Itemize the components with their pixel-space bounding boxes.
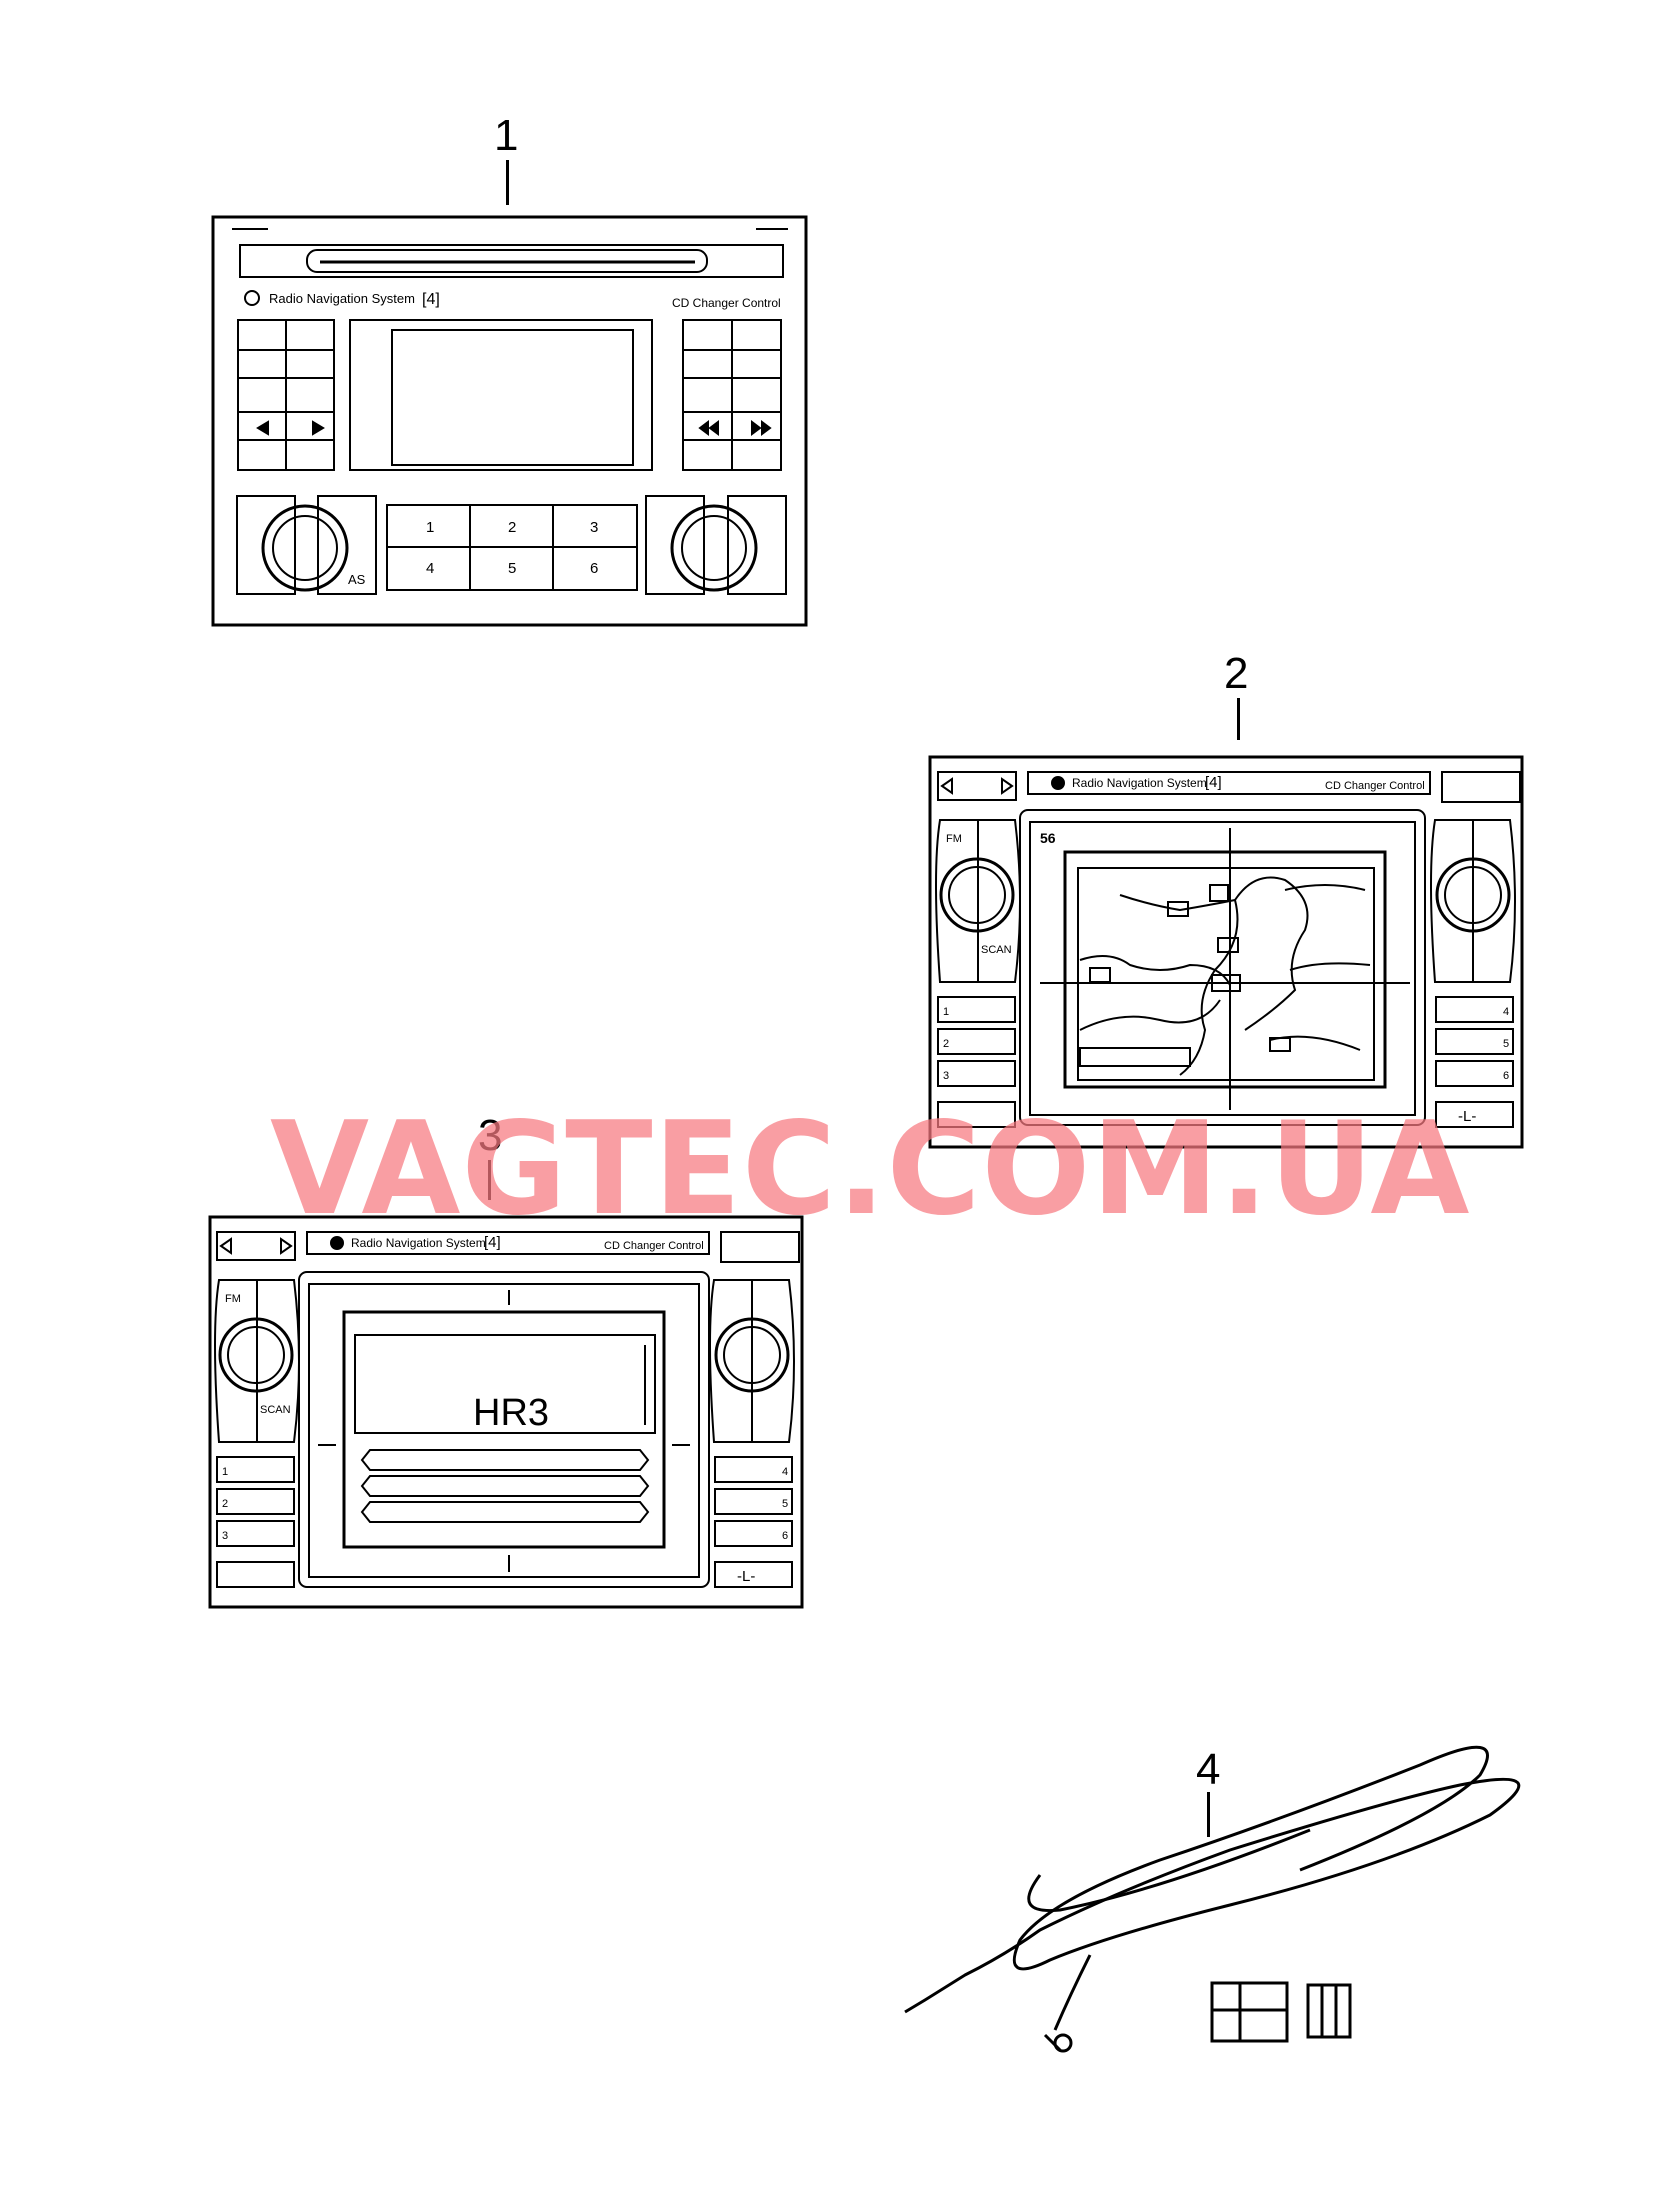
unit2-left-preset-3: 3 xyxy=(943,1070,949,1082)
leader-line-1 xyxy=(506,160,509,205)
unit1-preset-1: 1 xyxy=(426,519,434,536)
unit1-brand-line: Radio Navigation System xyxy=(269,291,415,306)
nav-unit-3 xyxy=(208,1215,804,1609)
unit3-left-preset-1: 1 xyxy=(222,1466,228,1478)
antenna-cable xyxy=(904,1745,1521,2053)
unit1-preset-3: 3 xyxy=(590,519,598,536)
unit3-cd-label: CD Changer Control xyxy=(604,1240,704,1252)
nav-unit-2 xyxy=(928,755,1524,1149)
callout-4: 4 xyxy=(1196,1745,1221,1794)
unit2-right-preset-5: 5 xyxy=(1503,1038,1509,1050)
unit2-fm-label: FM xyxy=(946,833,962,845)
callout-2: 2 xyxy=(1224,649,1249,698)
unit2-left-preset-1: 1 xyxy=(943,1006,949,1018)
radio-unit-1 xyxy=(211,215,808,627)
unit2-left-preset-2: 2 xyxy=(943,1038,949,1050)
unit3-right-preset-5: 5 xyxy=(782,1498,788,1510)
unit2-cd-label: CD Changer Control xyxy=(1325,780,1425,792)
unit1-preset-2: 2 xyxy=(508,519,516,536)
unit1-as-label: AS xyxy=(348,572,366,587)
unit3-left-preset-2: 2 xyxy=(222,1498,228,1510)
leader-line-2 xyxy=(1237,698,1240,740)
unit2-brand-line: Radio Navigation System xyxy=(1072,776,1207,790)
callout-3: 3 xyxy=(478,1111,503,1160)
unit1-preset-6: 6 xyxy=(590,560,598,577)
unit3-right-preset-4: 4 xyxy=(782,1466,788,1478)
unit1-preset-4: 4 xyxy=(426,560,434,577)
unit3-right-preset-6: 6 xyxy=(782,1530,788,1542)
watermark-text: VAGTEC.COM.UA xyxy=(270,1095,1471,1244)
unit1-cd-label: CD Changer Control xyxy=(672,296,781,310)
unit3-brand-line: Radio Navigation System xyxy=(351,1236,486,1250)
unit3-fm-label: FM xyxy=(225,1293,241,1305)
unit2-model-badge: [4] xyxy=(1205,774,1222,791)
unit3-scan-label: SCAN xyxy=(260,1404,291,1416)
unit1-preset-5: 5 xyxy=(508,560,516,577)
unit3-model-badge: [4] xyxy=(484,1234,501,1251)
leader-line-3 xyxy=(488,1160,491,1200)
unit3-bottom-right-label: -L- xyxy=(737,1568,755,1585)
unit2-right-preset-6: 6 xyxy=(1503,1070,1509,1082)
unit2-right-preset-4: 4 xyxy=(1503,1006,1509,1018)
unit2-map-badge: 56 xyxy=(1040,830,1056,846)
callout-1: 1 xyxy=(494,111,519,160)
leader-line-4 xyxy=(1207,1792,1210,1837)
unit3-station-display: HR3 xyxy=(473,1392,549,1434)
unit2-scan-label: SCAN xyxy=(981,944,1012,956)
unit2-bottom-right-label: -L- xyxy=(1458,1108,1476,1125)
unit3-left-preset-3: 3 xyxy=(222,1530,228,1542)
unit1-model-badge: [4] xyxy=(422,291,440,308)
